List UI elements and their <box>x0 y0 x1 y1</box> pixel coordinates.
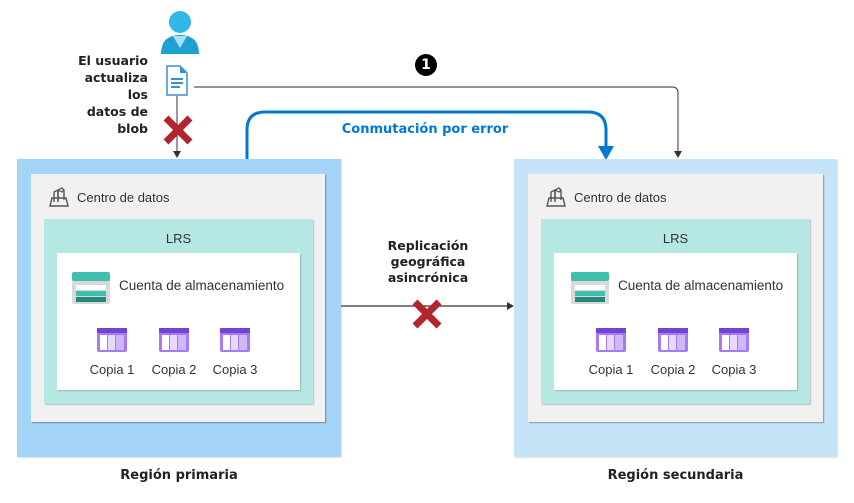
user-label-line: actualiza los <box>84 70 148 102</box>
datacenter-title: Centro de datos <box>77 190 170 205</box>
primary-region: Centro de datos LRS Cuenta de almacenami… <box>17 159 341 457</box>
copy-item: Copia 1 <box>581 328 641 377</box>
user-label-line: El usuario <box>78 53 148 68</box>
secondary-region: Centro de datos LRS Cuenta de almacenami… <box>514 159 837 457</box>
copy-item: Copia 2 <box>144 328 204 377</box>
failover-arrow-head <box>598 146 614 160</box>
replication-label-line: Replicación <box>387 238 469 253</box>
table-icon <box>719 328 749 352</box>
table-icon <box>658 328 688 352</box>
storage-account-title: Cuenta de almacenamiento <box>119 278 285 293</box>
replication-label-line: asincrónica <box>387 270 469 285</box>
lrs-box: LRS Cuenta de almacenamiento Copia 1 Cop… <box>44 219 313 404</box>
storage-account-box: Cuenta de almacenamiento Copia 1 Copia 2… <box>57 253 300 390</box>
storage-account-box: Cuenta de almacenamiento Copia 1 Copia 2… <box>554 253 797 390</box>
table-icon <box>159 328 189 352</box>
copy-item: Copia 2 <box>643 328 703 377</box>
storage-account-title: Cuenta de almacenamiento <box>618 278 784 293</box>
datacenter-title: Centro de datos <box>574 190 667 205</box>
write-arrow-secondary <box>194 86 679 151</box>
copy-item: Copia 3 <box>205 328 265 377</box>
copy-label: Copia 2 <box>650 362 696 377</box>
copy-label: Copia 1 <box>89 362 135 377</box>
copy-label: Copia 3 <box>212 362 258 377</box>
datacenter-icon <box>49 187 69 207</box>
storage-account-icon <box>571 272 609 304</box>
red-x-icon <box>163 115 193 145</box>
secondary-region-label: Región secundaria <box>607 468 744 483</box>
step-badge: 1 <box>415 54 437 76</box>
user-action-label: El usuario actualiza los datos de blob <box>60 52 148 137</box>
write-arrow-primary-head <box>173 151 181 158</box>
red-x-icon <box>412 299 442 329</box>
table-icon <box>97 328 127 352</box>
user-icon <box>161 11 199 54</box>
failover-arrow <box>245 110 608 159</box>
replication-label-line: geográfica <box>390 254 466 269</box>
user-label-line: datos de blob <box>86 104 148 136</box>
write-arrow-secondary-head <box>674 151 682 158</box>
replication-label: Replicación geográfica asincrónica <box>370 238 486 286</box>
datacenter-icon <box>546 187 566 207</box>
lrs-box: LRS Cuenta de almacenamiento Copia 1 Cop… <box>541 219 810 404</box>
storage-account-icon <box>72 272 110 304</box>
table-icon <box>596 328 626 352</box>
datacenter-box: Centro de datos LRS Cuenta de almacenami… <box>528 174 823 422</box>
copy-item: Copia 1 <box>82 328 142 377</box>
lrs-title: LRS <box>165 231 192 246</box>
copy-label: Copia 1 <box>588 362 634 377</box>
copy-item: Copia 3 <box>704 328 764 377</box>
document-icon <box>166 65 188 96</box>
primary-region-label: Región primaria <box>120 468 238 483</box>
table-icon <box>220 328 250 352</box>
datacenter-box: Centro de datos LRS Cuenta de almacenami… <box>31 174 325 422</box>
replication-arrow-head <box>507 302 514 310</box>
copy-label: Copia 3 <box>711 362 757 377</box>
failover-label: Conmutación por error <box>341 122 509 137</box>
copy-label: Copia 2 <box>151 362 197 377</box>
lrs-title: LRS <box>662 231 689 246</box>
